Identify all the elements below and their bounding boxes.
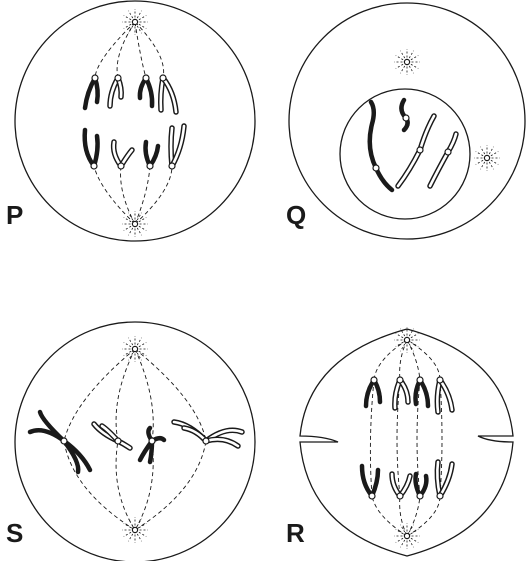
cell-r-lower-chromosomes (362, 462, 452, 499)
panel-label-p: P (6, 202, 23, 228)
cell-s-spindle (64, 349, 206, 530)
panel-label-s: S (6, 520, 23, 546)
cell-p (15, 1, 255, 241)
aster-r-bottom (394, 523, 420, 549)
cell-q (289, 3, 525, 239)
aster-q-top (394, 49, 420, 75)
asters (122, 9, 500, 549)
cell-r-membrane (300, 329, 513, 556)
aster-s-bottom (122, 517, 148, 543)
panel-label-q: Q (286, 202, 306, 228)
aster-s-top (122, 336, 148, 362)
panel-label-r: R (286, 520, 305, 546)
cell-p-lower-chromosomes (85, 126, 184, 169)
cell-s-chromosomes (30, 412, 242, 472)
aster-r-top (394, 327, 420, 353)
cell-r (300, 329, 513, 556)
cell-p-membrane (15, 1, 255, 241)
cell-p-spindle (94, 22, 172, 224)
cell-p-upper-chromosomes (85, 75, 176, 112)
cell-q-chromosomes (370, 100, 456, 190)
cell-r-spindle (370, 340, 442, 536)
aster-q-right (474, 145, 500, 171)
aster-p-top (122, 9, 148, 35)
aster-p-bottom (122, 211, 148, 237)
cell-r-upper-chromosomes (366, 377, 452, 412)
